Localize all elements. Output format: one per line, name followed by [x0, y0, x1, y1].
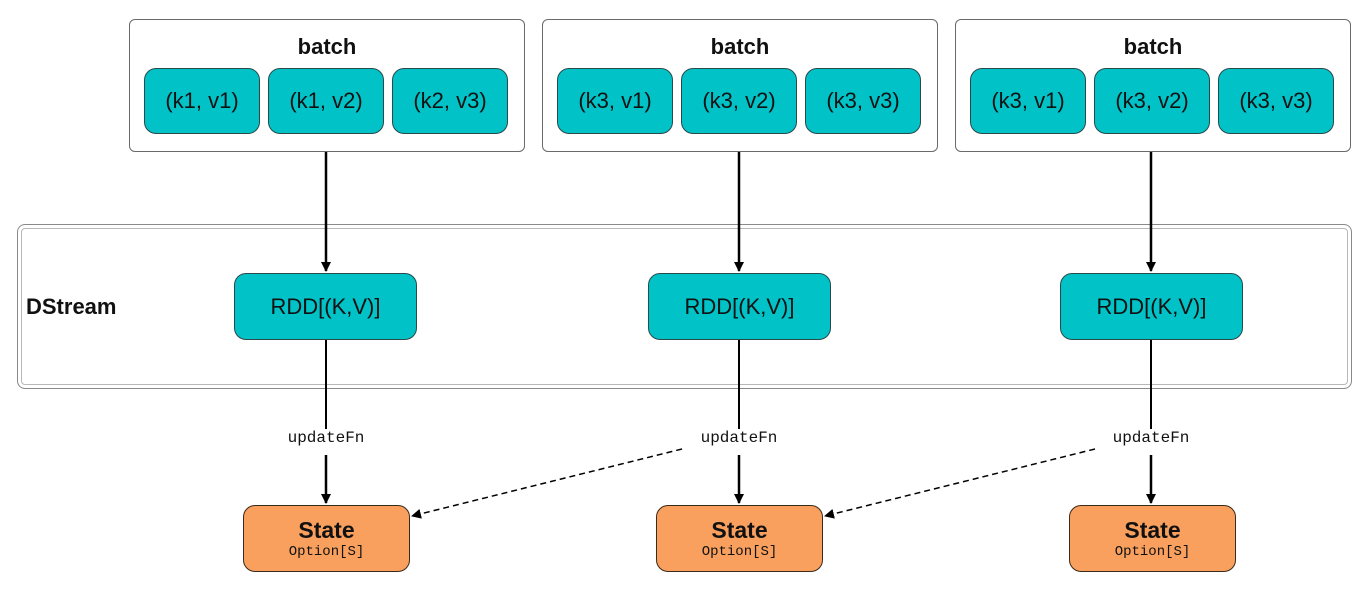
- kv-pair: (k3, v1): [970, 68, 1086, 134]
- state-title: State: [298, 516, 355, 543]
- batch-box-3: batch (k3, v1) (k3, v2) (k3, v3): [955, 19, 1351, 152]
- update-fn-label-2: updateFn: [669, 429, 809, 447]
- kv-pair: (k3, v3): [1218, 68, 1334, 134]
- state-box-2: State Option[S]: [656, 505, 823, 572]
- batch-box-1: batch (k1, v1) (k1, v2) (k2, v3): [129, 19, 525, 152]
- update-fn-label-3: updateFn: [1081, 429, 1221, 447]
- batch-title: batch: [710, 34, 770, 59]
- state-title: State: [711, 516, 768, 543]
- kv-pair: (k1, v2): [268, 68, 384, 134]
- batch-box-2: batch (k3, v1) (k3, v2) (k3, v3): [542, 19, 938, 152]
- update-fn-label-1: updateFn: [256, 429, 396, 447]
- kv-pair: (k3, v1): [557, 68, 673, 134]
- kv-pair: (k3, v3): [805, 68, 921, 134]
- fn-to-prev-state-dashed-arrow-3: [824, 448, 1096, 519]
- batch-title: batch: [297, 34, 357, 59]
- rdd-box-2: RDD[(K,V)]: [648, 273, 831, 340]
- kv-pair: (k2, v3): [392, 68, 508, 134]
- state-box-3: State Option[S]: [1069, 505, 1236, 572]
- state-box-1: State Option[S]: [243, 505, 410, 572]
- fn-to-prev-state-dashed-arrow-2: [411, 448, 683, 519]
- kv-pair: (k3, v2): [1094, 68, 1210, 134]
- state-subtitle: Option[S]: [288, 543, 365, 560]
- kv-pair: (k1, v1): [144, 68, 260, 134]
- state-subtitle: Option[S]: [1114, 543, 1191, 560]
- state-subtitle: Option[S]: [701, 543, 778, 560]
- batch-title: batch: [1123, 34, 1183, 59]
- rdd-box-1: RDD[(K,V)]: [234, 273, 417, 340]
- dstream-container: [17, 224, 1352, 389]
- state-title: State: [1124, 516, 1181, 543]
- rdd-box-3: RDD[(K,V)]: [1060, 273, 1243, 340]
- kv-pair: (k3, v2): [681, 68, 797, 134]
- dstream-label: DStream: [26, 294, 117, 319]
